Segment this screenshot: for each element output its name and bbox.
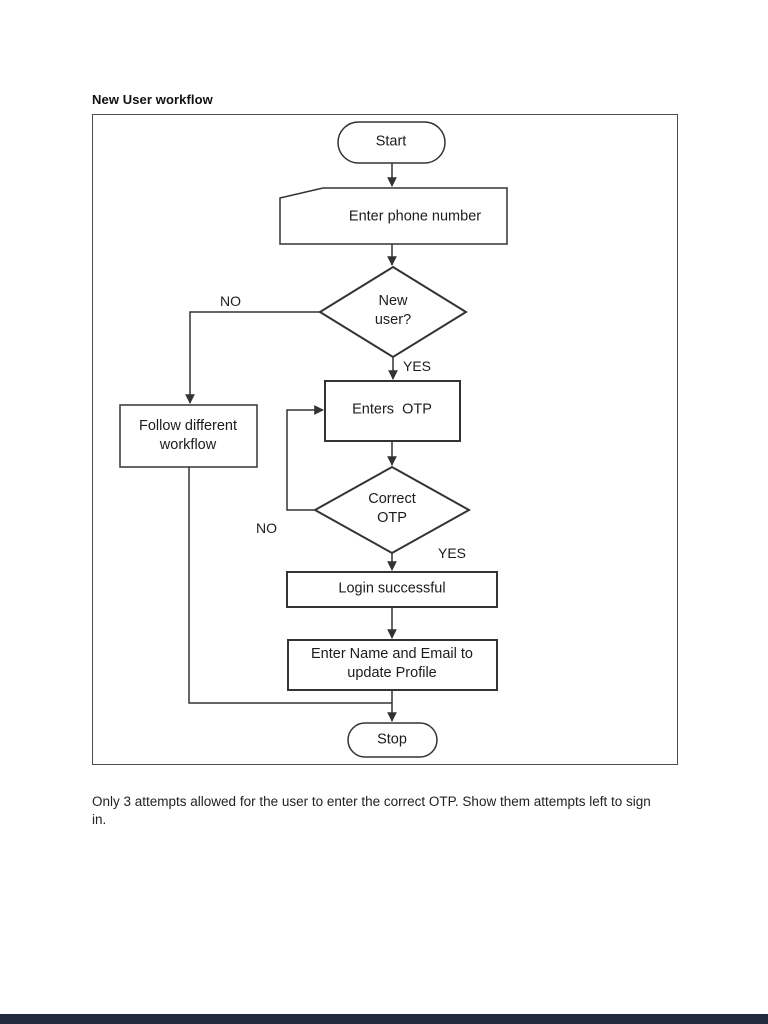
- enters-otp-label: Enters OTP: [352, 401, 432, 418]
- update-profile-process-shape: [287, 639, 498, 691]
- enters-otp-process-shape: [324, 380, 461, 442]
- follow-workflow-process-shape: [119, 404, 258, 468]
- login-successful-process-shape: [286, 571, 498, 608]
- viewer-bottom-bar: [0, 1014, 768, 1024]
- enter-phone-input-shape: [279, 187, 508, 245]
- update-profile-label: Enter Name and Email to update Profile: [311, 646, 478, 681]
- edge-correct-otp-no-loop: [286, 405, 324, 511]
- new-user-label: New user?: [374, 293, 412, 328]
- start-label: Start: [375, 133, 407, 150]
- page-title: New User workflow: [92, 92, 213, 107]
- start-terminator-shape: [337, 121, 446, 164]
- new-user-yes-label: YES: [403, 358, 432, 374]
- new-user-no-label: NO: [220, 293, 241, 309]
- edge-new-user-no-to-follow: [185, 311, 320, 404]
- stop-label: Stop: [377, 731, 407, 748]
- correct-otp-no-label: NO: [256, 520, 277, 536]
- edge-follow-to-stop-merge: [188, 467, 392, 704]
- footnote-text: Only 3 attempts allowed for the user to …: [92, 794, 651, 827]
- login-successful-label: Login successful: [338, 580, 446, 597]
- correct-otp-label: Correct OTP: [368, 491, 416, 526]
- correct-otp-yes-label: YES: [438, 545, 467, 561]
- enter-phone-label: Enter phone number: [348, 208, 482, 225]
- stop-terminator-shape: [347, 722, 438, 758]
- follow-workflow-label: Follow different workflow: [138, 418, 242, 453]
- new-user-decision-shape: [318, 265, 468, 359]
- correct-otp-decision-shape: [312, 465, 472, 555]
